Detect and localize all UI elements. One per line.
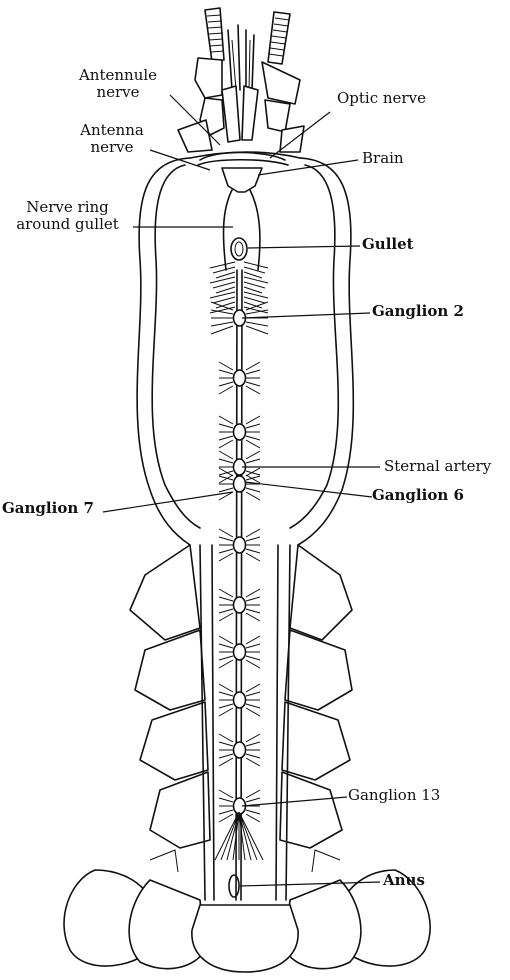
ganglion-nerves [218, 635, 261, 669]
ganglion-nerves [218, 528, 261, 562]
leader-ganglion-2 [241, 312, 371, 319]
posterior-nerve-fan [214, 811, 264, 861]
ganglion-nerves [218, 683, 261, 717]
ganglion-node [232, 741, 247, 759]
label-antennule-nerve-line2: nerve [96, 83, 140, 101]
anus-shape [228, 874, 240, 898]
ganglion-node [232, 691, 247, 709]
label-antennule-nerve-line1: Antennule [78, 66, 158, 84]
label-anus: Anus [383, 871, 425, 889]
label-optic-nerve: Optic nerve [337, 89, 426, 107]
antennae [177, 7, 305, 153]
label-nerve-ring-line1: Nerve ring [26, 198, 109, 216]
leader-antenna [149, 149, 211, 171]
ganglion-nerves [218, 415, 261, 449]
leader-antennule [169, 94, 221, 146]
label-ganglion-6: Ganglion 6 [372, 486, 464, 504]
ganglion-nerves [218, 588, 261, 622]
ganglia [209, 261, 269, 861]
label-sternal-artery: Sternal artery [384, 457, 492, 475]
ganglion-node [232, 423, 247, 441]
label-nerve-ring-line2: around gullet [16, 215, 119, 233]
ganglion-nerves [218, 733, 261, 767]
label-ganglion-13: Ganglion 13 [348, 786, 441, 804]
leader-ganglion-6 [244, 481, 373, 498]
nerve-cord [197, 151, 289, 901]
ganglion-nerves [218, 789, 261, 823]
leader-optic [269, 111, 331, 159]
ganglion-nerves [218, 467, 261, 501]
leader-ganglion-7 [102, 491, 234, 513]
abdominal-segments [129, 544, 353, 901]
label-antenna-nerve-line2: nerve [90, 138, 134, 156]
tail-fan [63, 849, 431, 973]
ganglion-node [232, 369, 247, 387]
ganglion-node [232, 643, 247, 661]
leader-ganglion-13 [241, 796, 348, 807]
leader-lines [102, 94, 381, 887]
label-ganglion-7: Ganglion 7 [2, 499, 94, 517]
label-antennule-nerve: Antennule nerve [65, 67, 171, 101]
leader-anus [239, 881, 381, 887]
ganglion-node [232, 596, 247, 614]
leader-brain [257, 159, 359, 176]
ganglion-node [232, 475, 247, 493]
label-gullet: Gullet [362, 235, 414, 253]
label-nerve-ring: Nerve ring around gullet [0, 199, 135, 233]
ganglion-nerves [218, 361, 261, 395]
anterior-nerve-fan [209, 261, 269, 314]
leader-gullet [247, 245, 361, 249]
label-brain: Brain [362, 149, 404, 167]
label-antenna-nerve: Antenna nerve [72, 122, 152, 156]
label-ganglion-2: Ganglion 2 [372, 302, 464, 320]
label-antenna-nerve-line1: Antenna [80, 121, 144, 139]
ganglion-node [232, 536, 247, 554]
carapace [136, 151, 355, 546]
